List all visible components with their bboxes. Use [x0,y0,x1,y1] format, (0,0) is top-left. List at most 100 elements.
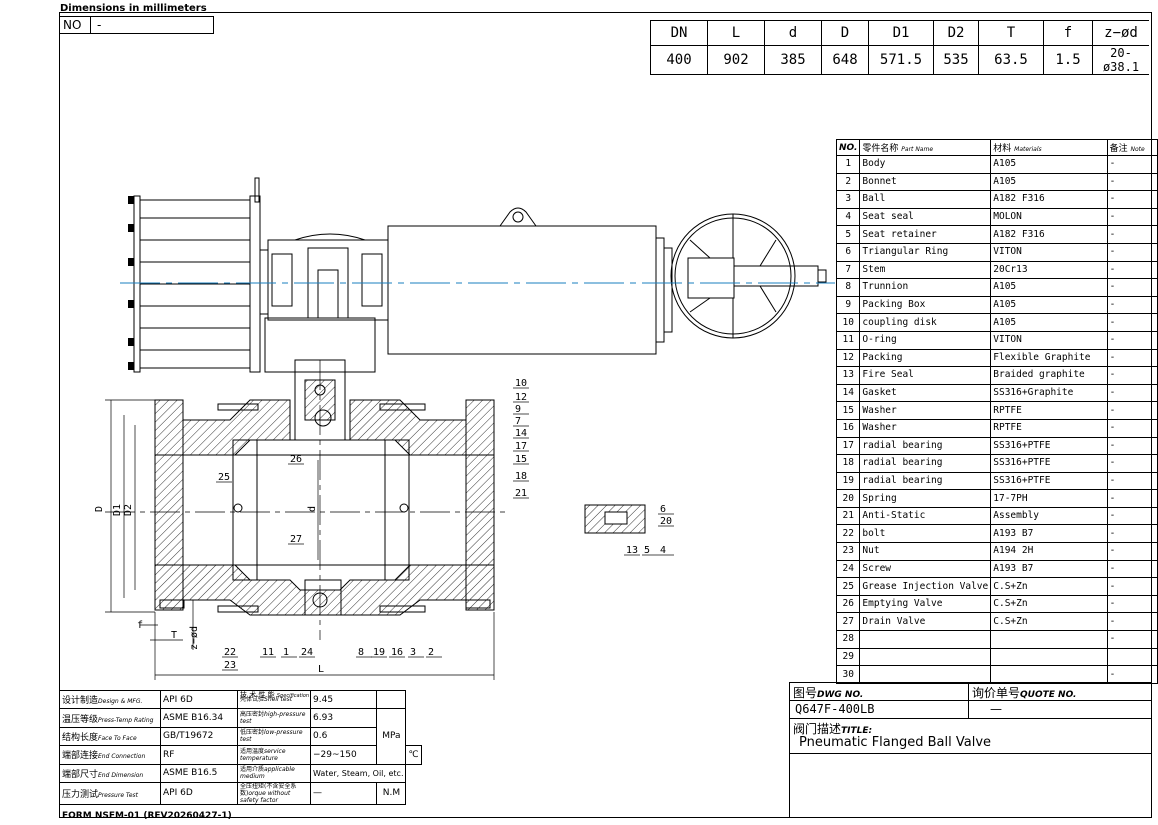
dim-value: 535 [933,45,979,75]
parts-header-note: 备注 Note [1106,139,1158,156]
lifting-lug-hole [512,211,524,223]
dim-label-d: d [307,506,318,512]
parts-header-name: 零件名称 Part Name [859,139,992,156]
dim-value: 63.5 [978,45,1044,75]
spec-label: 结构长度Face To Face [59,726,161,747]
parts-header-row: NO. 零件名称 Part Name 材料 Materials 备注 Note [835,139,1158,156]
dim-label-D2: D2 [123,504,134,516]
balloon-9: 9 [515,404,521,415]
actuator-cylinder [387,225,657,355]
part-note: - [1106,330,1158,350]
dim-header: f [1043,20,1093,46]
right-flange [465,399,495,611]
balloon-27: 27 [290,534,302,545]
title-label: 阀门描述TITLE: [793,722,873,736]
dim-label-zd: z−ød [189,626,200,650]
part-note: - [1106,594,1158,614]
dim-value: 902 [707,45,765,75]
balloon-13: 13 [626,545,638,556]
tech-label: 适用介质applicable medium [237,763,311,783]
dim-label-T: T [171,630,177,641]
dim-value: 648 [821,45,869,75]
spec-label: 端部连接End Connection [59,745,161,765]
part-no: 4 [835,207,861,227]
part-no: 29 [835,647,861,667]
dimension-header-row: DN L d D D1 D2 T f z−ød [650,20,1149,46]
spec-value: GB/T19672 [160,726,238,747]
tech-value: −29~150 [309,745,378,765]
parts-header-name-cn: 零件名称 [862,144,899,154]
tech-value: Water, Steam, Oil, etc. [309,763,407,783]
spec-value: ASME B16.5 [160,763,238,783]
trunnion [304,579,342,616]
balloon-25: 25 [218,472,230,483]
actuator-yoke [267,239,389,321]
parts-list-table: NO. 零件名称 Part Name 材料 Materials 备注 Note … [835,139,1158,684]
parts-header-name-en: Part Name [901,146,934,153]
balloon-12: 12 [515,392,527,403]
parts-header-material-cn: 材料 [993,144,1012,154]
form-number: FORM NSFM-01 (REV20260427-1) [62,811,232,821]
unit-mpa: MPa [376,708,407,765]
unit-nm: N.M [376,781,407,805]
lower-body [182,564,467,616]
stem [294,359,346,441]
lifting-lug [499,207,537,227]
parts-header-note-en: Note [1130,146,1145,153]
tech-title: 技 术 性 能 Specification [240,691,310,699]
spec-label: 温压等级Press-Temp Rating [59,708,161,728]
balloon-6: 6 [660,504,666,515]
quote-no-value: — [990,702,1002,716]
quote-no-label: 询价单号QUOTE NO. [972,686,1077,700]
dimension-value-row: 400 902 385 648 571.5 535 63.5 1.5 20-ø3… [650,45,1149,75]
parts-header-no: NO. [835,139,861,156]
tech-label: 低压密封low-pressure test [237,726,311,747]
spec-label: 设计制造Design & MFG. [59,689,161,710]
seat-right [384,439,410,581]
dimension-table: DN L d D D1 D2 T f z−ød 400 902 385 648 … [650,20,1149,75]
balloon-10: 10 [515,378,527,389]
dim-header: z−ød [1092,20,1149,46]
dim-label-D: D [94,506,105,512]
parts-header-note-cn: 备注 [1109,144,1128,154]
balloon-18: 18 [515,471,527,482]
dim-value: 20-ø38.1 [1092,45,1149,75]
balloon-19: 19 [373,647,385,658]
part-no: 23 [835,542,861,561]
spec-value: RF [160,745,238,765]
parts-header-material: 材料 Materials [990,139,1108,156]
tech-value: 0.6 [309,726,378,747]
dim-value: 400 [650,45,708,75]
tech-value: 6.93 [309,708,378,728]
actuator-endcap [655,237,665,343]
dimensions-note: Dimensions in millimeters [60,3,207,14]
spec-value: API 6D [160,689,238,710]
balloon-8: 8 [358,647,364,658]
balloon-15: 15 [515,454,527,465]
tech-label: 高压密封high-pressure test [237,708,311,728]
balloon-20: 20 [660,516,672,527]
seat-left [232,439,258,581]
upper-body [182,399,467,456]
tech-label: 适用温度service temperature [237,745,311,765]
spec-label: 压力测试Pressure Test [59,781,161,805]
balloon-3: 3 [410,647,416,658]
dim-label-D1: D1 [112,504,123,516]
